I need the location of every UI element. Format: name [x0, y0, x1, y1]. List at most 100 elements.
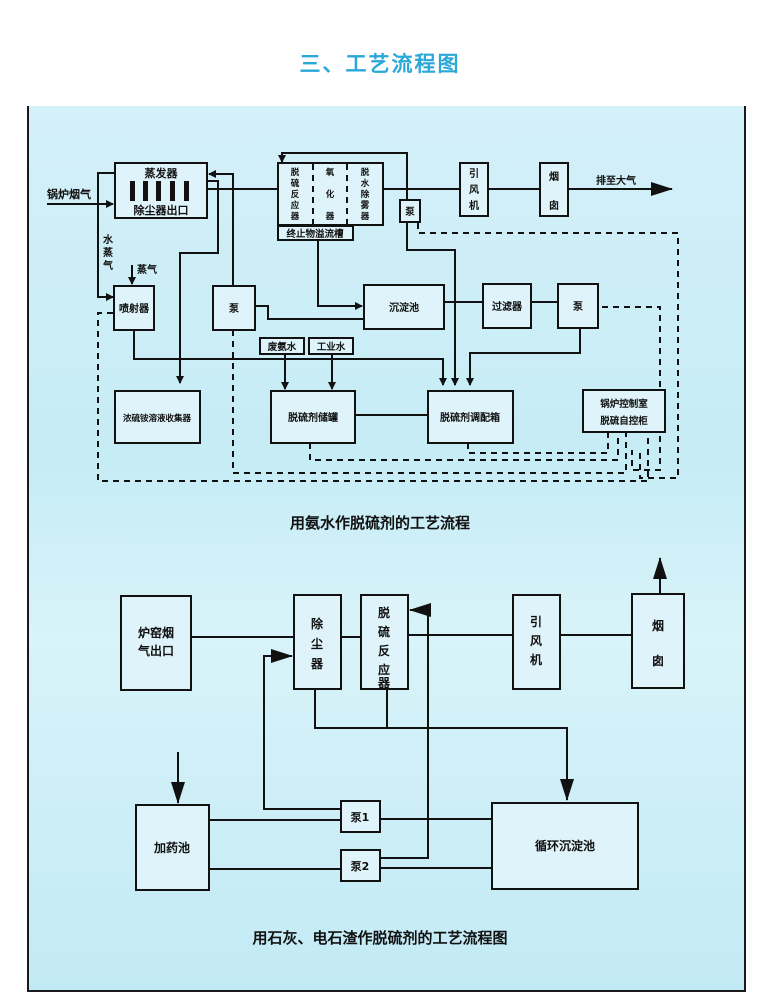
page-title: 三、工艺流程图 [299, 52, 461, 76]
svg-text:硫: 硫 [378, 624, 390, 639]
chimney2-label: 烟囱 [652, 619, 664, 668]
industrial-water-label: 工业水 [317, 341, 346, 353]
control-cabinet-box [582, 389, 666, 433]
pump-right-label: 泵 [573, 301, 584, 313]
filter-box [482, 283, 532, 329]
recycle-line [278, 152, 408, 200]
pump2-box [340, 849, 381, 882]
reactor-col-3: 脱水 除雾 器 [360, 167, 370, 222]
control-label-1: 锅炉控制室 [600, 398, 648, 410]
fan-box [459, 162, 489, 217]
steam-line [97, 172, 115, 301]
ejector-to-mixing-line [133, 330, 447, 386]
collector-label: 浓硫铵溶液收集器 [123, 413, 192, 424]
dust-outlet-label: 除尘器出口 [134, 203, 189, 217]
mixing-tank-box [427, 390, 514, 444]
ejector-control-dash [97, 312, 649, 482]
mixing-tank-label: 脱硫剂调配箱 [440, 411, 500, 424]
svg-text:雾: 雾 [360, 200, 370, 211]
svg-text:引: 引 [530, 615, 542, 629]
control-label-2: 脱硫自控柜 [600, 415, 648, 427]
kiln-outlet-label-1: 炉窑烟 [138, 625, 174, 640]
pump1-box [340, 800, 381, 833]
diagram1-caption: 用氨水作脱硫剂的工艺流程 [290, 514, 470, 532]
svg-text:引: 引 [469, 167, 479, 180]
reactor-col-1: 脱硫 反应 器 [290, 167, 300, 222]
pump-to-mixing-line [406, 222, 459, 386]
svg-text:应: 应 [378, 662, 390, 677]
fan-label: 引风 机 [469, 167, 479, 212]
diagram-lime: 炉窑烟 气出口 除尘 器 脱硫 反应 器 引风 机 烟囱 [120, 557, 685, 947]
mixing-control-dash [467, 432, 609, 454]
settling-tank-box [363, 284, 445, 330]
steam2-label: 蒸气 [137, 263, 157, 276]
evap-to-collector-line [176, 180, 219, 384]
dust-collector-label: 除尘 器 [310, 616, 324, 671]
evaporator-tubes [130, 181, 189, 201]
settling-tank-label: 沉淀池 [389, 301, 419, 314]
dust-collector-box [293, 594, 342, 690]
pump-right-to-mixing-line [466, 328, 581, 386]
reactor2-label: 脱硫 反应 器 [377, 605, 391, 690]
svg-text:反: 反 [291, 189, 300, 200]
svg-text:风: 风 [530, 634, 542, 648]
dust-to-recirc-line [314, 689, 574, 801]
svg-text:氧: 氧 [325, 167, 335, 178]
svg-text:水: 水 [360, 178, 370, 189]
steam-label-1: 水 [102, 233, 114, 246]
svg-text:器: 器 [290, 212, 300, 222]
storage-tank-box [270, 390, 356, 444]
svg-text:应: 应 [291, 200, 300, 211]
pump1-to-dust-line [263, 649, 341, 810]
reactor-col-2: 氧化 器 [325, 167, 335, 222]
pump-right-box [557, 283, 599, 329]
pump2-label: 泵2 [351, 860, 370, 873]
svg-text:硫: 硫 [291, 178, 300, 189]
pump-top-box [399, 199, 421, 223]
overflow-to-settling-line [317, 240, 363, 310]
svg-text:机: 机 [469, 199, 479, 212]
pump-mid-line [255, 305, 364, 320]
recirc-tank-label: 循环沉淀池 [535, 838, 595, 853]
collector-box [114, 390, 201, 444]
evaporator-label: 蒸发器 [145, 166, 179, 180]
svg-text:脱: 脱 [361, 167, 370, 178]
pump-mid-box [212, 285, 256, 331]
overflow-tank-box [277, 225, 354, 241]
chimney-label: 烟囱 [549, 170, 559, 212]
svg-text:尘: 尘 [311, 636, 323, 651]
recirc-tank-box [491, 802, 639, 890]
dosing-tank-label: 加药池 [153, 840, 190, 855]
ejector-label: 喷射器 [119, 302, 150, 315]
svg-text:烟: 烟 [549, 170, 559, 183]
filter-label: 过滤器 [492, 300, 523, 313]
kiln-outlet-box [120, 595, 192, 691]
svg-text:机: 机 [530, 652, 542, 667]
reactor2-box [360, 594, 409, 690]
svg-text:风: 风 [469, 184, 479, 196]
svg-text:脱: 脱 [378, 605, 390, 620]
svg-text:器: 器 [310, 657, 324, 671]
svg-text:器: 器 [377, 676, 391, 690]
storage-tank-label: 脱硫剂储罐 [288, 411, 338, 424]
svg-text:脱: 脱 [291, 167, 300, 178]
pump-top-label: 泵 [404, 207, 415, 218]
svg-text:囱: 囱 [652, 653, 664, 668]
pump-right-control-dash [602, 306, 661, 471]
svg-text:除: 除 [361, 189, 370, 200]
fan2-box [512, 594, 561, 690]
flue-gas-label: 锅炉烟气 [47, 187, 91, 201]
fan2-label: 引风 机 [530, 615, 542, 667]
svg-text:反: 反 [378, 643, 390, 658]
reactor-block [277, 162, 384, 226]
overflow-tank-label: 终止物溢流槽 [285, 228, 344, 240]
svg-text:化: 化 [326, 189, 335, 200]
pump-mid-control-dash [232, 330, 627, 474]
storage-control-dash [309, 432, 619, 461]
svg-text:器: 器 [360, 212, 370, 222]
dosing-tank-box [135, 804, 210, 891]
svg-text:器: 器 [325, 212, 335, 222]
diagram2-caption: 用石灰、电石渣作脱硫剂的工艺流程图 [252, 929, 507, 947]
svg-text:囱: 囱 [549, 199, 559, 212]
